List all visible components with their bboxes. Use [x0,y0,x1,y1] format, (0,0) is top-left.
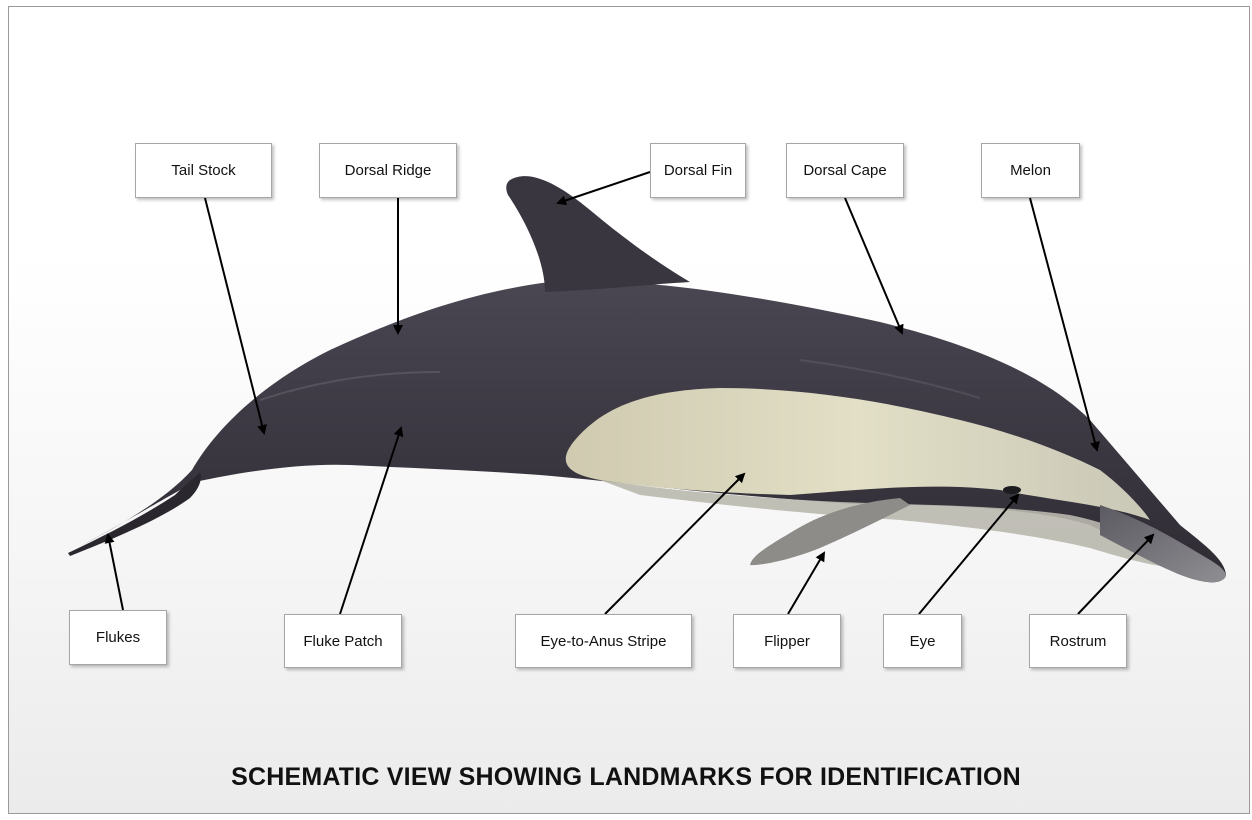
pointer-dorsal-cape [845,198,902,333]
label-rostrum: Rostrum [1029,614,1127,668]
label-eye: Eye [883,614,962,668]
label-fluke-patch: Fluke Patch [284,614,402,668]
pointer-tail-stock [205,198,264,433]
label-dorsal-ridge: Dorsal Ridge [319,143,457,198]
label-eye-to-anus-stripe: Eye-to-Anus Stripe [515,614,692,668]
dolphin-illustration [68,176,1226,582]
label-tail-stock: Tail Stock [135,143,272,198]
pointer-flipper [788,553,824,614]
label-flipper: Flipper [733,614,841,668]
label-dorsal-cape: Dorsal Cape [786,143,904,198]
pointer-flukes [108,535,123,610]
diagram-title: SCHEMATIC VIEW SHOWING LANDMARKS FOR IDE… [0,763,1252,792]
label-dorsal-fin: Dorsal Fin [650,143,746,198]
label-flukes: Flukes [69,610,167,665]
dolphin-eye [1003,486,1021,494]
label-melon: Melon [981,143,1080,198]
pointer-dorsal-fin [558,172,650,203]
